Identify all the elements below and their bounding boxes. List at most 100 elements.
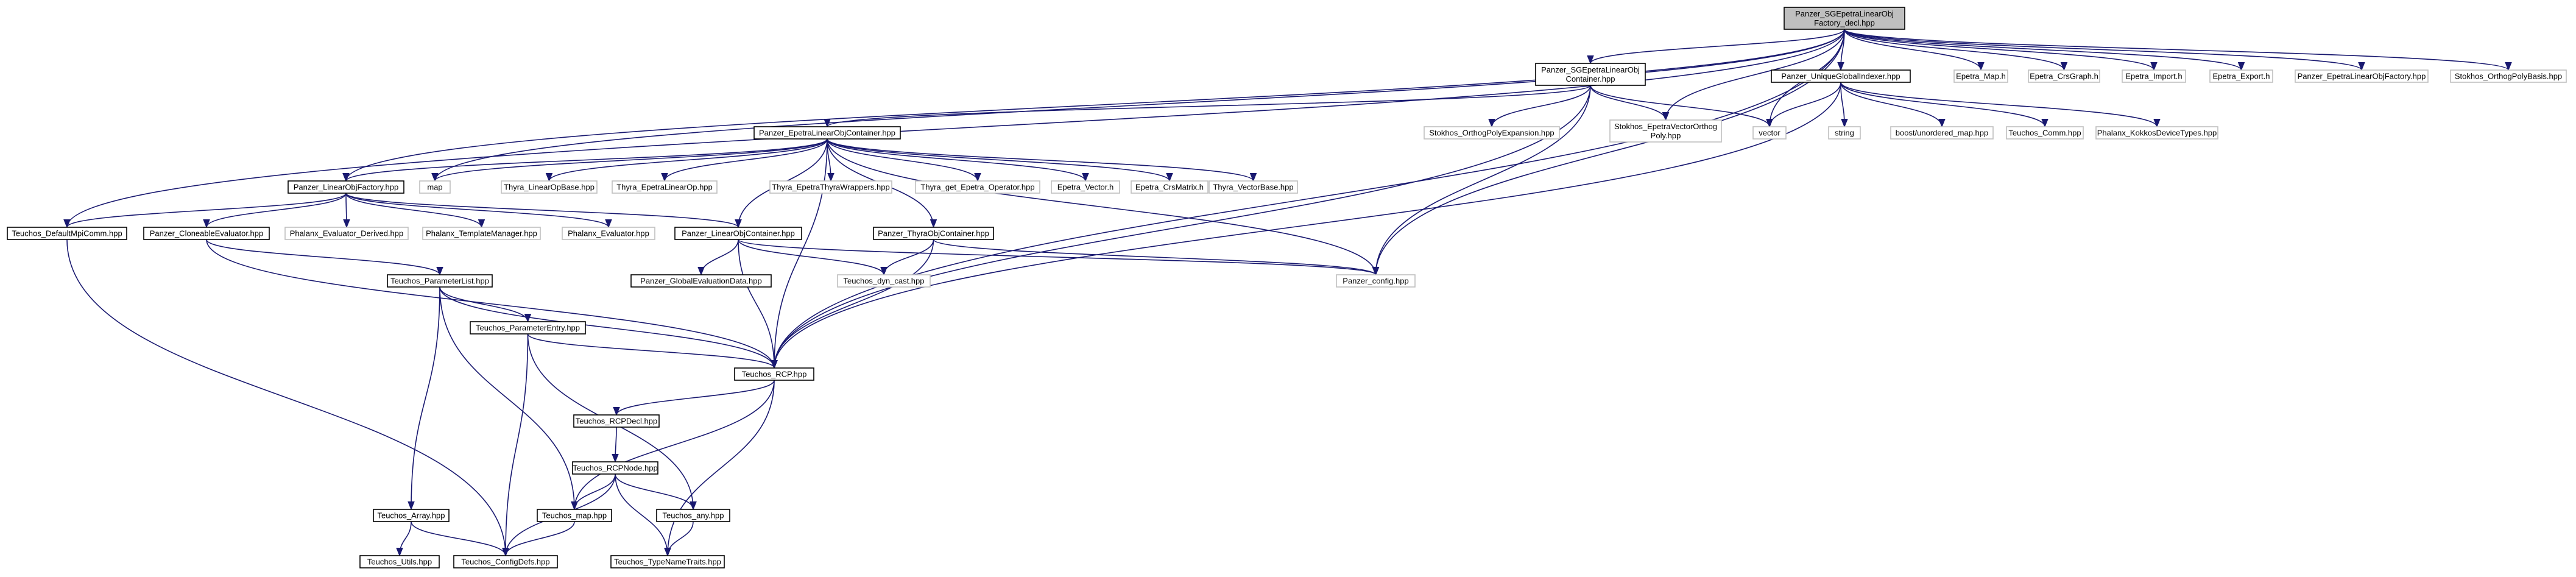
edge-ploc-to-trcp <box>738 239 778 369</box>
edge-ugi-to-tcomm <box>1840 82 2048 128</box>
node-tgeo: Thyra_get_Epetra_Operator.hpp <box>915 180 1040 194</box>
node-label: Panzer_SGEpetraLinearObj <box>1541 65 1640 74</box>
edge-line <box>1488 85 1591 128</box>
edge-tpl-to-tmap <box>439 286 578 511</box>
edge-line <box>203 193 347 228</box>
edge-line <box>1844 29 2512 71</box>
node-box <box>1424 126 1560 140</box>
edge-plof-to-pce <box>203 193 347 228</box>
edge-sgcont-to-vector <box>1590 85 1773 128</box>
edge-pelocont-to-plof <box>342 138 828 182</box>
node-tut[interactable]: Teuchos_Utils.hpp <box>359 555 440 568</box>
node-boostum: boost/unordered_map.hpp <box>1890 126 1994 140</box>
edge-ptoc-to-tdc <box>880 239 934 276</box>
node-plof[interactable]: Panzer_LinearObjFactory.hpp <box>288 180 404 194</box>
edge-ugi-to-string <box>1840 82 1848 128</box>
node-ecm: Epetra_CrsMatrix.h <box>1131 180 1209 194</box>
edge-ptoc-to-pcfg <box>933 239 1379 276</box>
edge-line <box>771 29 1845 369</box>
edge-line <box>615 473 671 557</box>
node-pev: Phalanx_Evaluator.hpp <box>562 227 655 240</box>
node-pelocont[interactable]: Panzer_EpetraLinearObjContainer.hpp <box>753 126 901 140</box>
node-trcp[interactable]: Teuchos_RCP.hpp <box>734 367 814 381</box>
node-box <box>470 321 586 335</box>
node-label: Phalanx_TemplateManager.hpp <box>426 229 537 238</box>
node-box <box>1828 126 1861 140</box>
node-trcpn[interactable]: Teuchos_RCPNode.hpp <box>572 461 658 475</box>
edge-line <box>345 193 485 228</box>
node-box <box>2295 69 2429 83</box>
node-ttnt[interactable]: Teuchos_TypeNameTraits.hpp <box>610 555 725 568</box>
node-label: Teuchos_ParameterEntry.hpp <box>476 324 580 333</box>
edge-sgcont-to-sope <box>1488 85 1591 128</box>
node-tdmc[interactable]: Teuchos_DefaultMpiComm.hpp <box>7 227 127 240</box>
node-box <box>419 180 451 194</box>
node-eexp: Epetra_Export.h <box>2209 69 2273 83</box>
node-box <box>453 555 558 568</box>
node-box <box>612 180 718 194</box>
node-ptoc[interactable]: Panzer_ThyraObjContainer.hpp <box>873 227 994 240</box>
node-tcd[interactable]: Teuchos_ConfigDefs.hpp <box>453 555 558 568</box>
node-label: Panzer_SGEpetraLinearObj <box>1795 9 1894 18</box>
edge-line <box>396 521 412 557</box>
edge-pelocont-to-telo <box>661 138 828 182</box>
edge-line <box>771 85 1591 369</box>
edge-sgcont-to-trcp <box>771 85 1591 369</box>
node-ploc[interactable]: Panzer_LinearObjContainer.hpp <box>674 227 802 240</box>
node-tarr[interactable]: Teuchos_Array.hpp <box>373 509 450 522</box>
node-tany[interactable]: Teuchos_any.hpp <box>656 509 730 522</box>
node-box <box>1535 63 1646 86</box>
edge-plof-to-ploc <box>345 193 742 228</box>
edge-line <box>1372 85 1591 276</box>
node-box <box>359 555 440 568</box>
node-label: Teuchos_RCPDecl.hpp <box>576 417 657 426</box>
edge-ploc-to-pcfg <box>738 239 1379 276</box>
node-box <box>2122 69 2186 83</box>
node-box <box>573 414 660 428</box>
node-box <box>143 227 270 240</box>
node-trcpd[interactable]: Teuchos_RCPDecl.hpp <box>573 414 660 428</box>
edge-plof-to-ped <box>343 193 350 228</box>
node-label: Teuchos_ParameterList.hpp <box>390 277 489 286</box>
node-vector: vector <box>1752 126 1787 140</box>
edge-line <box>615 473 697 511</box>
node-ecrs: Epetra_CrsGraph.h <box>2028 69 2100 83</box>
node-pged[interactable]: Panzer_GlobalEvaluationData.hpp <box>630 274 772 288</box>
edge-line <box>824 85 1591 128</box>
edge-line <box>1590 85 1773 128</box>
node-label: Poly.hpp <box>1651 131 1681 140</box>
node-pkdt: Phalanx_KokkosDeviceTypes.hpp <box>2095 126 2218 140</box>
node-label: Teuchos_TypeNameTraits.hpp <box>614 558 721 567</box>
edge-line <box>738 239 778 369</box>
edge-line <box>545 138 828 182</box>
edge-line <box>408 286 440 511</box>
edge-sgcont-to-sevop <box>1590 85 1670 121</box>
node-label: Thyra_VectorBase.hpp <box>1213 183 1293 192</box>
node-box <box>373 509 450 522</box>
edge-trcpn-to-ttnt <box>615 473 671 557</box>
edge-root-to-sevop <box>1662 29 1845 121</box>
node-map: map <box>419 180 451 194</box>
node-box <box>1609 119 1722 143</box>
node-box <box>1051 180 1120 194</box>
node-emap: Epetra_Map.h <box>1953 69 2008 83</box>
node-ptm: Phalanx_TemplateManager.hpp <box>422 227 541 240</box>
edge-line <box>613 380 775 416</box>
node-tpe[interactable]: Teuchos_ParameterEntry.hpp <box>470 321 586 335</box>
edge-line <box>664 380 775 557</box>
node-box <box>873 227 994 240</box>
edge-root-to-sgcont <box>1587 29 1845 65</box>
edge-root-to-eimp <box>1844 29 2158 71</box>
node-tpl[interactable]: Teuchos_ParameterList.hpp <box>387 274 493 288</box>
edge-line <box>933 239 1379 276</box>
node-tcomm: Teuchos_Comm.hpp <box>2006 126 2084 140</box>
node-tmap[interactable]: Teuchos_map.hpp <box>537 509 612 522</box>
edge-pelocont-to-ecm <box>827 138 1173 182</box>
node-pce[interactable]: Panzer_CloneableEvaluator.hpp <box>143 227 270 240</box>
node-label: Phalanx_Evaluator.hpp <box>568 229 649 238</box>
node-ugi[interactable]: Panzer_UniqueGlobalIndexer.hpp <box>1771 69 1911 83</box>
edge-sgcont-to-pelocont <box>824 85 1591 128</box>
node-box <box>674 227 802 240</box>
